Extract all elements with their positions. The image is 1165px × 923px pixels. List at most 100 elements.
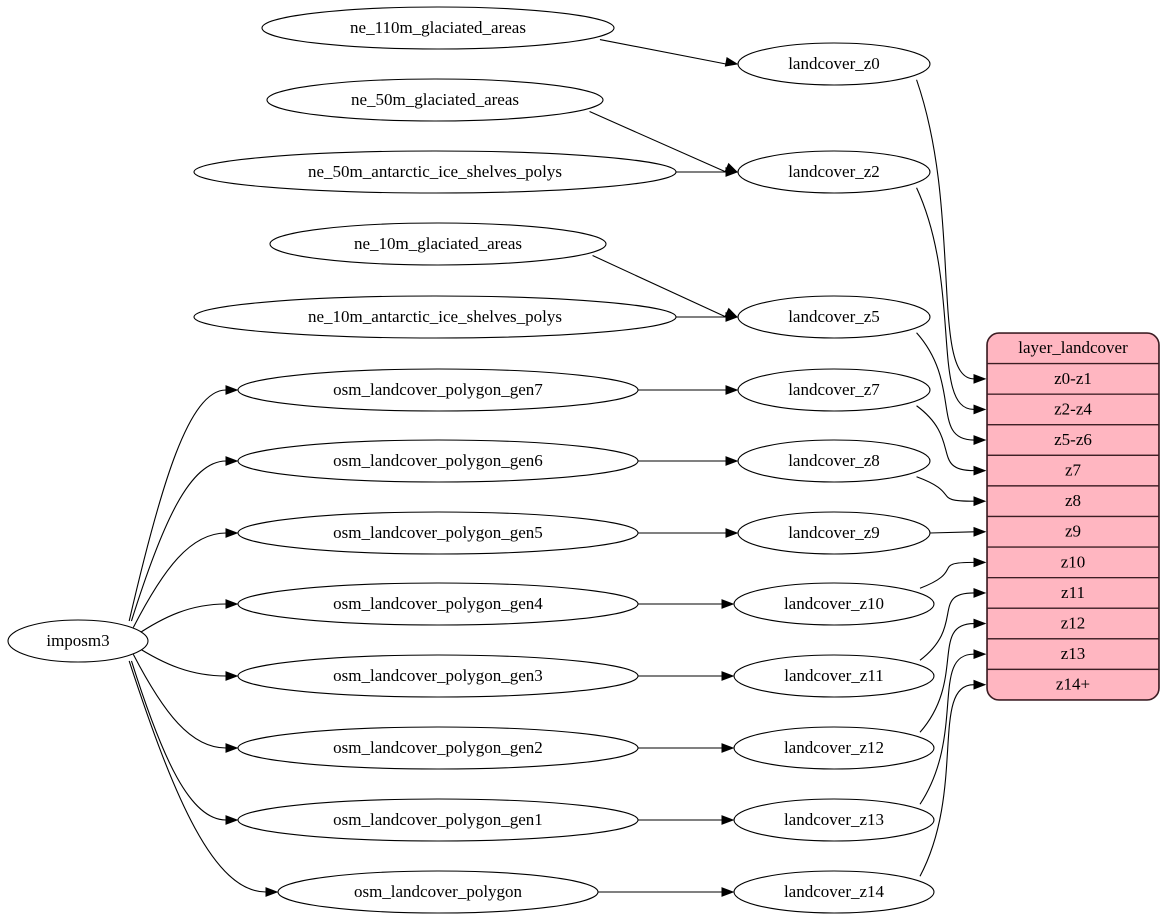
edge-imposm3-to-osm_landcover_polygon_gen7 xyxy=(128,389,227,622)
node-osm_landcover_polygon_gen3[interactable]: osm_landcover_polygon_gen3 xyxy=(237,654,639,698)
node-label: landcover_z8 xyxy=(788,451,880,470)
node-imposm3[interactable]: imposm3 xyxy=(7,619,149,663)
table-row-label: z10 xyxy=(1061,552,1086,571)
node-label: ne_50m_glaciated_areas xyxy=(351,90,519,109)
table-outline xyxy=(986,332,1160,701)
node-shape[interactable] xyxy=(7,619,149,663)
node-ne_50m_glaciated_areas[interactable]: ne_50m_glaciated_areas xyxy=(266,78,604,122)
edge-ne_110m_glaciated_areas-to-landcover_z0 xyxy=(599,39,727,65)
node-shape[interactable] xyxy=(737,42,931,86)
edge-landcover_z2-to-table-z2-z4 xyxy=(916,187,975,411)
table-row-label: z9 xyxy=(1065,522,1081,541)
node-shape[interactable] xyxy=(737,439,931,483)
edge-arrowhead xyxy=(725,456,739,466)
edge-arrowhead xyxy=(973,679,987,690)
node-ne_10m_antarctic_ice_shelves_polys[interactable]: ne_10m_antarctic_ice_shelves_polys xyxy=(193,295,677,339)
table-row-cell[interactable] xyxy=(987,638,1159,671)
nodes-layer: imposm3 ne_110m_glaciated_areas ne_50m_gla… xyxy=(7,6,935,914)
node-shape[interactable] xyxy=(733,654,935,698)
node-shape[interactable] xyxy=(237,726,639,770)
node-shape[interactable] xyxy=(237,439,639,483)
node-shape[interactable] xyxy=(193,295,677,339)
node-label: landcover_z12 xyxy=(784,738,884,757)
node-landcover_z2[interactable]: landcover_z2 xyxy=(737,150,931,194)
edge-landcover_z5-to-table-z5-z6 xyxy=(916,332,975,441)
node-shape[interactable] xyxy=(733,726,935,770)
node-shape[interactable] xyxy=(269,222,607,266)
node-landcover_z5[interactable]: landcover_z5 xyxy=(737,295,931,339)
edge-imposm3-to-osm_landcover_polygon xyxy=(128,660,267,893)
node-label: osm_landcover_polygon xyxy=(354,882,523,901)
node-label: landcover_z5 xyxy=(788,307,880,326)
edge-arrowhead xyxy=(721,887,735,897)
table-row-cell[interactable] xyxy=(987,362,1159,395)
edge-ne_10m_glaciated_areas-to-landcover_z5 xyxy=(592,255,727,318)
table-row-cell[interactable] xyxy=(987,393,1159,426)
node-osm_landcover_polygon_gen6[interactable]: osm_landcover_polygon_gen6 xyxy=(237,439,639,483)
node-osm_landcover_polygon_gen5[interactable]: osm_landcover_polygon_gen5 xyxy=(237,511,639,555)
table-row-label: z0-z1 xyxy=(1054,369,1092,388)
edge-arrowhead xyxy=(725,385,739,395)
node-landcover_z10[interactable]: landcover_z10 xyxy=(733,582,935,626)
node-shape[interactable] xyxy=(261,6,615,50)
edge-arrowhead xyxy=(973,435,987,445)
node-shape[interactable] xyxy=(737,150,931,194)
node-shape[interactable] xyxy=(237,368,639,412)
node-ne_10m_glaciated_areas[interactable]: ne_10m_glaciated_areas xyxy=(269,222,607,266)
node-label: osm_landcover_polygon_gen5 xyxy=(333,523,543,542)
node-shape[interactable] xyxy=(237,582,639,626)
node-label: landcover_z7 xyxy=(788,380,880,399)
node-shape[interactable] xyxy=(193,150,677,194)
node-landcover_z12[interactable]: landcover_z12 xyxy=(733,726,935,770)
edge-landcover_z8-to-table-z8 xyxy=(916,476,975,502)
table-row-cell[interactable] xyxy=(987,607,1159,640)
edge-imposm3-to-osm_landcover_polygon_gen2 xyxy=(132,654,227,749)
node-landcover_z11[interactable]: landcover_z11 xyxy=(733,654,935,698)
node-shape[interactable] xyxy=(277,870,599,914)
node-shape[interactable] xyxy=(266,78,604,122)
node-shape[interactable] xyxy=(237,511,639,555)
table-row-label: z13 xyxy=(1061,644,1086,663)
node-shape[interactable] xyxy=(737,368,931,412)
node-osm_landcover_polygon[interactable]: osm_landcover_polygon xyxy=(277,870,599,914)
node-label: ne_10m_glaciated_areas xyxy=(354,234,522,253)
table-row-label: z2-z4 xyxy=(1054,399,1092,418)
node-shape[interactable] xyxy=(237,654,639,698)
node-shape[interactable] xyxy=(733,582,935,626)
node-osm_landcover_polygon_gen1[interactable]: osm_landcover_polygon_gen1 xyxy=(237,798,639,842)
node-shape[interactable] xyxy=(237,798,639,842)
node-shape[interactable] xyxy=(737,511,931,555)
node-landcover_z7[interactable]: landcover_z7 xyxy=(737,368,931,412)
edge-imposm3-to-osm_landcover_polygon_gen6 xyxy=(130,460,227,622)
node-osm_landcover_polygon_gen7[interactable]: osm_landcover_polygon_gen7 xyxy=(237,368,639,412)
table-row-cell[interactable] xyxy=(987,485,1159,518)
edge-arrowhead xyxy=(265,887,279,897)
node-landcover_z8[interactable]: landcover_z8 xyxy=(737,439,931,483)
edge-imposm3-to-osm_landcover_polygon_gen3 xyxy=(134,644,227,677)
table-row-label: z7 xyxy=(1065,461,1082,480)
edge-arrowhead xyxy=(225,743,239,753)
edge-arrowhead xyxy=(725,528,739,538)
edge-imposm3-to-osm_landcover_polygon_gen4 xyxy=(134,603,227,637)
edge-ne_50m_glaciated_areas-to-landcover_z2 xyxy=(589,111,727,173)
table-row-cell[interactable] xyxy=(987,668,1159,700)
edge-landcover_z7-to-table-z7 xyxy=(916,405,975,472)
node-osm_landcover_polygon_gen2[interactable]: osm_landcover_polygon_gen2 xyxy=(237,726,639,770)
table-row-label: z12 xyxy=(1061,613,1086,632)
table-row-label: z8 xyxy=(1065,491,1081,510)
node-landcover_z9[interactable]: landcover_z9 xyxy=(737,511,931,555)
node-shape[interactable] xyxy=(733,870,935,914)
node-osm_landcover_polygon_gen4[interactable]: osm_landcover_polygon_gen4 xyxy=(237,582,639,626)
table-row-cell[interactable] xyxy=(987,546,1159,579)
node-landcover_z14[interactable]: landcover_z14 xyxy=(733,870,935,914)
node-shape[interactable] xyxy=(733,798,935,842)
node-ne_50m_antarctic_ice_shelves_polys[interactable]: ne_50m_antarctic_ice_shelves_polys xyxy=(193,150,677,194)
node-ne_110m_glaciated_areas[interactable]: ne_110m_glaciated_areas xyxy=(261,6,615,50)
edge-arrowhead xyxy=(973,404,987,415)
node-shape[interactable] xyxy=(737,295,931,339)
node-landcover_z0[interactable]: landcover_z0 xyxy=(737,42,931,86)
node-label: landcover_z14 xyxy=(784,882,885,901)
edge-arrowhead xyxy=(225,815,239,825)
edge-landcover_z10-to-table-z10 xyxy=(919,561,975,589)
node-landcover_z13[interactable]: landcover_z13 xyxy=(733,798,935,842)
